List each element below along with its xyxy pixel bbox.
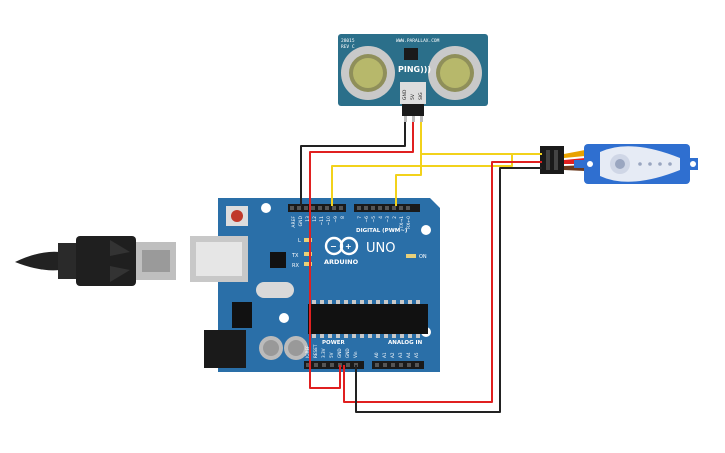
pin-label-a4: A4: [406, 352, 411, 358]
pin-label-1: TX→1: [399, 216, 405, 230]
led-on: [406, 254, 416, 258]
servo-connector: [540, 146, 564, 174]
wire-sensor-5v: [309, 122, 414, 389]
crystal: [256, 282, 294, 298]
led-rx: [304, 262, 312, 266]
pin-label-a5: A5: [414, 352, 419, 358]
chip-pins: [312, 300, 420, 338]
servo-motor: [540, 144, 698, 184]
pin-label-reset: RESET: [313, 344, 318, 358]
voltage-regulator: [232, 302, 252, 328]
pin-label-a2: A2: [390, 352, 395, 358]
ping-ultrasonic-sensor: 28015 REV C WWW.PARALLAX.COM PING))) GND…: [338, 34, 488, 122]
pin-label-5: ~5: [371, 216, 377, 223]
mounting-hole: [279, 313, 289, 323]
wire-sensor-signal: [395, 154, 422, 206]
led-tx-label: TX: [291, 253, 299, 259]
led-on-label: ON: [419, 254, 427, 260]
sensor-pin-sig: SIG: [418, 92, 424, 100]
pin-label-aref: AREF: [291, 216, 297, 228]
wires: [300, 122, 542, 413]
model-name: UNO: [366, 241, 395, 256]
pin-label-3v3: 3.3V: [321, 348, 326, 358]
pin-label-4: 4: [378, 216, 384, 219]
pin-label-vin: Vin: [353, 351, 358, 358]
sensor-website: WWW.PARALLAX.COM: [396, 38, 440, 44]
led-l-label: L: [298, 238, 301, 244]
pin-label-ioref: IOREF: [305, 345, 310, 358]
pin-label-5v: 5V: [329, 352, 334, 358]
mounting-hole: [421, 225, 431, 235]
analog-header: [372, 361, 424, 369]
pin-label-gnd: GND: [298, 215, 304, 226]
pin-label-10: ~10: [326, 216, 332, 226]
sensor-pin-block: [400, 82, 426, 104]
pin-label-a3: A3: [398, 352, 403, 358]
sensor-connector: [402, 104, 424, 116]
digital-label: DIGITAL (PWM~): [356, 228, 408, 234]
pin-label-6: ~6: [364, 216, 370, 223]
sensor-led: [404, 48, 418, 60]
wire-servo-signal: [420, 122, 542, 155]
pin-label-7: 7: [357, 216, 363, 219]
led-rx-label: RX: [292, 263, 299, 269]
led-l: [304, 238, 312, 242]
arduino-logo: − +: [324, 236, 359, 256]
pin-label-a1: A1: [382, 352, 387, 358]
logo-text: ARDUINO: [324, 258, 359, 266]
wire-servo-gnd: [355, 167, 542, 413]
pin-label-2: 2: [392, 216, 398, 219]
digital-header-left: [288, 204, 346, 212]
mounting-hole: [261, 203, 271, 213]
sensor-label: PING))): [398, 65, 431, 74]
svg-text:+: +: [345, 242, 352, 251]
arduino-uno-board: L TX RX ON − + ARDUINO UNO AREF GND 13 1…: [190, 198, 440, 372]
pin-label-gnd-2: GND: [345, 348, 350, 358]
pin-label-gnd-1: GND: [337, 348, 342, 358]
pin-label-9: ~9: [333, 216, 339, 223]
pin-label-a0: A0: [374, 352, 379, 358]
usb-cable: [15, 236, 176, 286]
svg-text:−: −: [330, 242, 337, 251]
wire-yellow-branch: [331, 154, 513, 206]
sensor-rev: REV C: [341, 44, 355, 50]
wire-sensor-gnd: [300, 122, 406, 206]
pin-label-3: ~3: [385, 216, 391, 223]
pin-label-12: 12: [312, 216, 318, 222]
sensor-pin-5v: 5V: [410, 93, 416, 100]
sensor-part-number: 28015: [341, 38, 355, 44]
sensor-pin-gnd: GND: [402, 89, 408, 100]
wire-servo-5v: [343, 161, 542, 403]
pin-label-13: 13: [305, 216, 311, 222]
pin-label-0: RX←0: [406, 216, 412, 229]
power-label: POWER: [322, 340, 346, 346]
atmega-chip: [308, 304, 428, 334]
led-tx: [304, 252, 312, 256]
pin-label-8: 8: [340, 216, 346, 219]
pin-label-11: ~11: [319, 216, 325, 226]
dc-jack: [204, 330, 246, 368]
usb-chip: [270, 252, 286, 268]
analog-label: ANALOG IN: [388, 340, 423, 346]
